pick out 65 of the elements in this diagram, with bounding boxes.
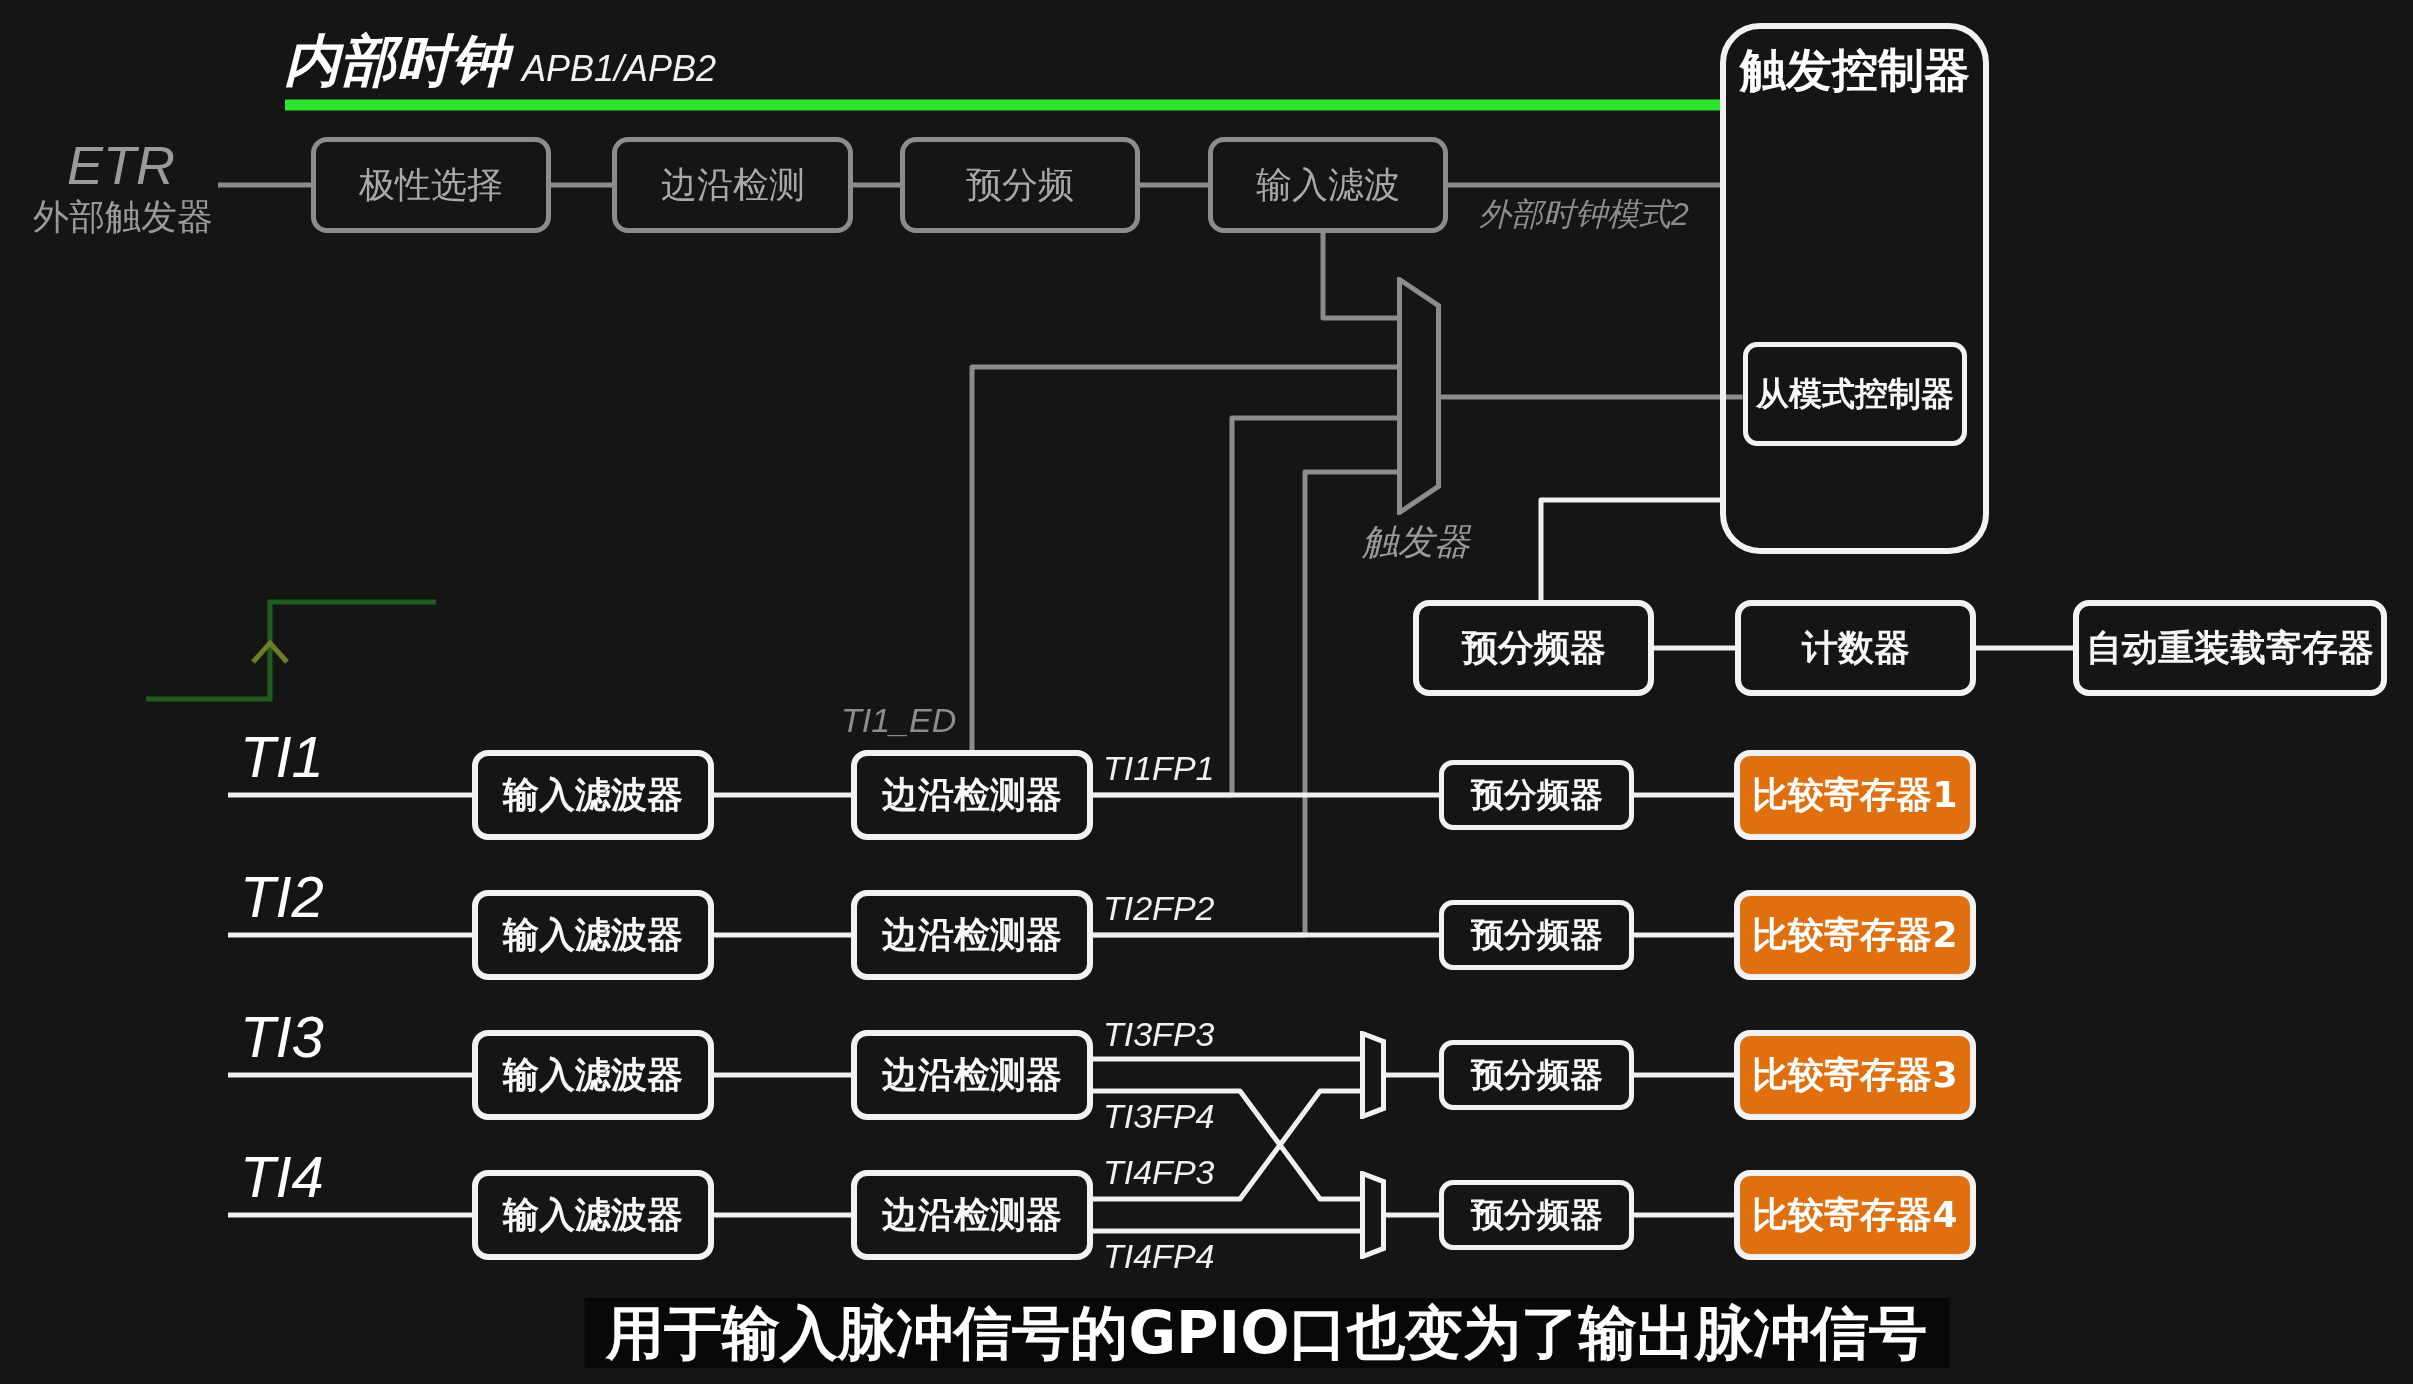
register-box: 比较寄存器3	[1734, 1030, 1976, 1120]
signal-label: TI3	[228, 997, 328, 1075]
process-box: 从模式控制器	[1742, 342, 1967, 446]
signal-line	[1386, 1212, 1439, 1218]
signal-line	[1654, 645, 1735, 651]
process-box: 边沿检测器	[851, 890, 1093, 980]
signal-line	[969, 364, 1397, 750]
process-box: 输入滤波器	[472, 1170, 714, 1260]
mux-label: 触发器	[1361, 520, 1473, 564]
signal-line	[1093, 792, 1439, 798]
process-box: 预分频器	[1439, 760, 1634, 830]
bus-label: APB1/APB2	[522, 47, 718, 91]
signal-line	[714, 1212, 851, 1218]
process-box: 极性选择	[311, 137, 551, 233]
signal-line	[1538, 497, 1720, 600]
signal-line	[714, 792, 851, 798]
signal-line	[228, 792, 472, 798]
process-box: 输入滤波器	[472, 750, 714, 840]
process-box: 边沿检测	[612, 137, 853, 233]
signal-line	[1634, 932, 1734, 938]
process-box: 边沿检测器	[851, 1030, 1093, 1120]
signal-line	[1634, 792, 1734, 798]
signal-line	[853, 182, 900, 188]
signal-label: TI1	[228, 717, 328, 795]
signal-line	[1093, 932, 1439, 938]
signal-label: TI2	[228, 857, 328, 935]
signal-line	[1093, 1228, 1360, 1234]
process-box: 预分频器	[1439, 1180, 1634, 1250]
signal-line	[1634, 1212, 1734, 1218]
signal-line	[714, 1072, 851, 1078]
signal-line	[1140, 182, 1208, 188]
signal-line	[285, 99, 1720, 111]
process-box: 自动重装载寄存器	[2073, 600, 2387, 696]
signal-line	[228, 1072, 472, 1078]
signal-description: 外部触发器	[33, 195, 213, 239]
process-box: 输入滤波器	[472, 890, 714, 980]
signal-line	[551, 182, 612, 188]
subtitle: 用于输入脉冲信号的GPIO口也变为了输出脉冲信号	[584, 1298, 1950, 1368]
signal-line	[1976, 645, 2073, 651]
signal-line	[228, 932, 472, 938]
group-title: 触发控制器	[1739, 43, 1970, 97]
signal-line	[218, 182, 311, 188]
container-box	[1720, 23, 1989, 554]
process-box: 计数器	[1735, 600, 1976, 696]
signal-line	[1386, 1072, 1439, 1078]
process-box: 边沿检测器	[851, 1170, 1093, 1260]
register-box: 比较寄存器4	[1734, 1170, 1976, 1260]
signal-line	[228, 1212, 472, 1218]
signal-line	[1441, 394, 1743, 400]
signal-name: ETR	[66, 135, 176, 195]
process-box: 预分频器	[1413, 600, 1654, 696]
process-box: 输入滤波	[1208, 137, 1448, 233]
process-box: 预分频器	[1439, 900, 1634, 970]
process-box: 预分频器	[1439, 1040, 1634, 1110]
register-box: 比较寄存器1	[1734, 750, 1976, 840]
signal-line	[1448, 182, 1720, 188]
signal-line	[714, 932, 851, 938]
register-box: 比较寄存器2	[1734, 890, 1976, 980]
signal-line	[1634, 1072, 1734, 1078]
signal-label: TI4	[228, 1137, 328, 1215]
process-box: 边沿检测器	[851, 750, 1093, 840]
signal-line	[1320, 233, 1397, 321]
process-box: 输入滤波器	[472, 1030, 714, 1120]
process-box: 预分频	[900, 137, 1140, 233]
signal-line	[1093, 1056, 1360, 1062]
